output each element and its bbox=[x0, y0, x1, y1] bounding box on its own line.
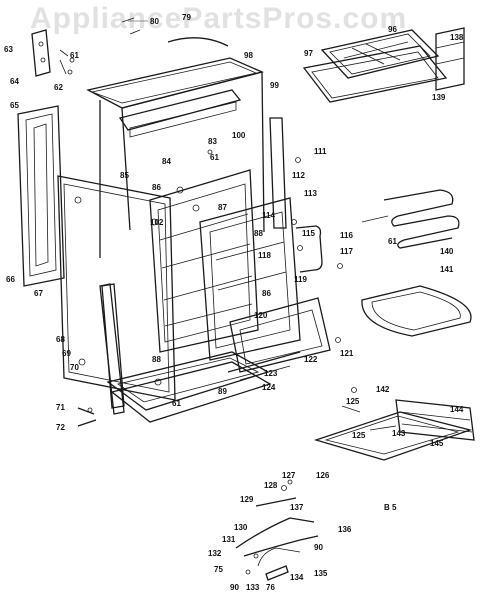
label-65: 65 bbox=[10, 101, 19, 110]
range-cabinet bbox=[57, 57, 270, 411]
label-142: 142 bbox=[376, 385, 390, 394]
label-96: 96 bbox=[388, 25, 397, 34]
label-90b: 90 bbox=[230, 583, 239, 592]
burner-valve-assembly bbox=[235, 479, 319, 581]
label-97: 97 bbox=[304, 49, 313, 58]
label-61b: 61 bbox=[210, 153, 219, 162]
label-118: 118 bbox=[258, 251, 271, 260]
label-112: 112 bbox=[292, 171, 305, 180]
label-80: 80 bbox=[150, 17, 159, 26]
storage-drawer-panel bbox=[313, 399, 475, 461]
broiler-drawer bbox=[227, 297, 331, 381]
label-134: 134 bbox=[290, 573, 304, 582]
label-69: 69 bbox=[62, 349, 71, 358]
label-125b: 125 bbox=[352, 431, 366, 440]
label-102: 102 bbox=[150, 218, 164, 227]
label-62: 62 bbox=[54, 83, 63, 92]
label-98: 98 bbox=[244, 51, 253, 60]
label-126: 126 bbox=[316, 471, 330, 480]
label-137: 137 bbox=[290, 503, 304, 512]
label-114: 114 bbox=[262, 211, 275, 220]
label-141: 141 bbox=[440, 265, 454, 274]
fasteners bbox=[67, 57, 357, 413]
label-90a: 90 bbox=[314, 543, 323, 552]
label-139: 139 bbox=[432, 93, 446, 102]
top-bracket bbox=[121, 17, 229, 47]
label-88b: 88 bbox=[152, 355, 161, 364]
oven-rack bbox=[361, 285, 472, 337]
label-120: 120 bbox=[254, 311, 268, 320]
label-75: 75 bbox=[214, 565, 223, 574]
label-71: 71 bbox=[56, 403, 65, 412]
label-123: 123 bbox=[264, 369, 278, 378]
vertical-strip bbox=[99, 283, 125, 415]
label-70: 70 bbox=[70, 363, 79, 372]
label-129: 129 bbox=[240, 495, 254, 504]
label-67: 67 bbox=[34, 289, 43, 298]
page-code: B 5 bbox=[384, 503, 397, 512]
label-136: 136 bbox=[338, 525, 352, 534]
label-131: 131 bbox=[222, 535, 236, 544]
label-68: 68 bbox=[56, 335, 65, 344]
label-127: 127 bbox=[282, 471, 296, 480]
label-128: 128 bbox=[264, 481, 278, 490]
label-76: 76 bbox=[266, 583, 275, 592]
label-135: 135 bbox=[314, 569, 328, 578]
label-115: 115 bbox=[302, 229, 315, 238]
label-111: 111 bbox=[314, 147, 327, 156]
label-85: 85 bbox=[120, 171, 129, 180]
label-121: 121 bbox=[340, 349, 354, 358]
oven-door-frame bbox=[199, 197, 301, 361]
label-61a: 61 bbox=[70, 51, 79, 60]
label-125a: 125 bbox=[346, 397, 360, 406]
label-99: 99 bbox=[270, 81, 279, 90]
label-63: 63 bbox=[4, 45, 13, 54]
bake-element bbox=[361, 189, 460, 249]
label-89: 89 bbox=[218, 387, 227, 396]
label-87: 87 bbox=[218, 203, 227, 212]
callout-labels: 80 79 63 61 62 64 98 99 65 100 83 84 61 … bbox=[4, 13, 464, 592]
label-100: 100 bbox=[232, 131, 246, 140]
label-144: 144 bbox=[450, 405, 464, 414]
right-trim bbox=[269, 117, 287, 229]
label-61c: 61 bbox=[172, 399, 181, 408]
label-64: 64 bbox=[10, 77, 19, 86]
label-145: 145 bbox=[430, 439, 444, 448]
bottom-trim bbox=[77, 361, 272, 427]
label-143: 143 bbox=[392, 429, 406, 438]
left-side-trim bbox=[17, 105, 65, 287]
label-130: 130 bbox=[234, 523, 248, 532]
label-117: 117 bbox=[340, 247, 353, 256]
label-124: 124 bbox=[262, 383, 276, 392]
label-132: 132 bbox=[208, 549, 222, 558]
label-140: 140 bbox=[440, 247, 454, 256]
door-handle bbox=[295, 225, 323, 273]
label-86b: 86 bbox=[262, 289, 271, 298]
label-133: 133 bbox=[246, 583, 260, 592]
label-122: 122 bbox=[304, 355, 318, 364]
label-83: 83 bbox=[208, 137, 217, 146]
label-66: 66 bbox=[6, 275, 15, 284]
label-72: 72 bbox=[56, 423, 65, 432]
label-86a: 86 bbox=[152, 183, 161, 192]
hinge-bracket bbox=[31, 29, 69, 77]
label-138: 138 bbox=[450, 33, 464, 42]
label-84: 84 bbox=[162, 157, 171, 166]
label-113: 113 bbox=[304, 189, 317, 198]
label-116: 116 bbox=[340, 231, 353, 240]
label-88a: 88 bbox=[254, 229, 263, 238]
label-79: 79 bbox=[182, 13, 191, 22]
watermark: AppliancePartsPros.com bbox=[30, 2, 408, 35]
cooktop-grate bbox=[302, 27, 465, 103]
label-61d: 61 bbox=[388, 237, 397, 246]
label-119: 119 bbox=[294, 275, 307, 284]
